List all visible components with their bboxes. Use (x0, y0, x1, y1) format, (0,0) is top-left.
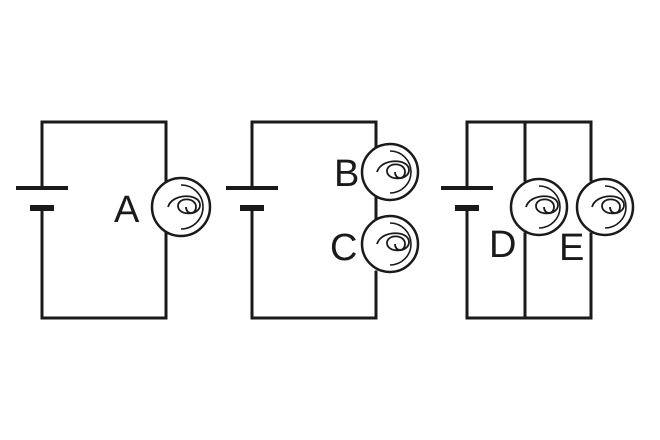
bulb-label-c: C (330, 227, 357, 269)
bulb-label-d: D (489, 224, 516, 266)
battery-symbol-3 (441, 186, 493, 211)
circuit-3: D E (441, 120, 635, 320)
bulb-label-b: B (334, 153, 359, 195)
circuit-3-wire-bottom (465, 206, 593, 320)
bulb-b (360, 142, 420, 202)
circuit-2: B C (226, 120, 420, 320)
battery-symbol-1 (16, 186, 68, 211)
bulb-e (575, 177, 635, 237)
circuit-2-wire-top (250, 120, 378, 190)
circuit-1: A (16, 120, 212, 320)
battery-symbol-2 (226, 186, 278, 211)
circuit-1-wire-bottom (40, 206, 168, 320)
bulb-a (150, 176, 212, 238)
circuit-3-wire-left (465, 120, 593, 190)
bulb-label-a: A (114, 189, 140, 231)
circuit-1-wire-top (40, 120, 168, 190)
bulb-label-e: E (559, 227, 584, 269)
circuit-2-wire-bottom (250, 206, 378, 320)
bulb-c (360, 214, 420, 274)
bulb-d (509, 177, 569, 237)
